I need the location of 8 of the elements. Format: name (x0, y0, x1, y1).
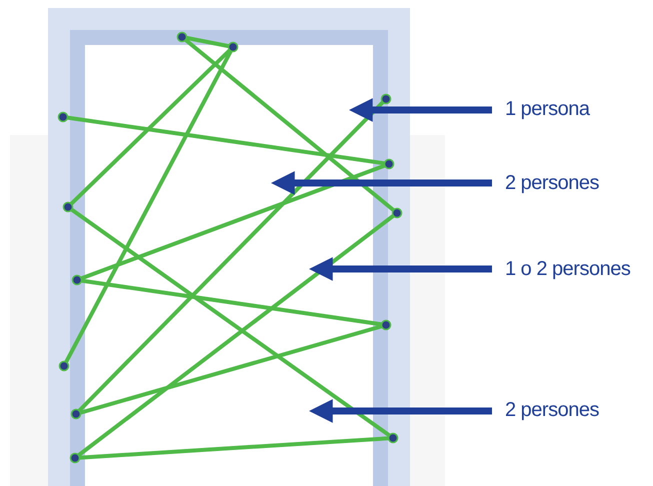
arrow (308, 257, 492, 281)
label-text: 2 persones (505, 398, 599, 422)
label-text: 2 persones (505, 171, 599, 195)
label-text: 1 o 2 persones (505, 257, 630, 281)
label-text: 1 persona (505, 97, 590, 121)
arrow (270, 171, 492, 195)
arrow (348, 98, 492, 122)
arrow (308, 399, 492, 423)
